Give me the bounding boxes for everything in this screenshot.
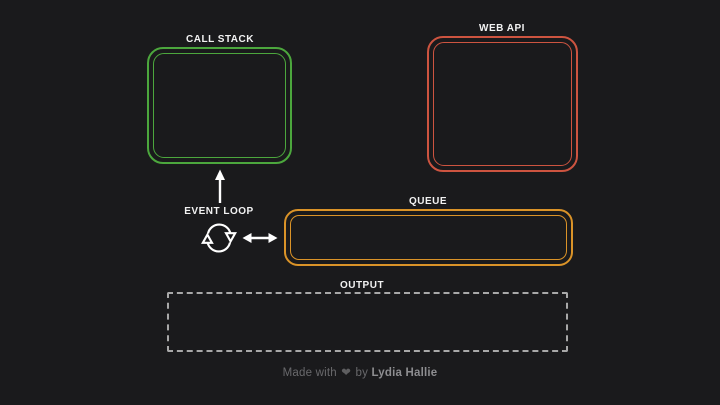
author-name: Lydia Hallie — [371, 367, 438, 379]
call-stack-box — [147, 47, 292, 164]
arrow-left-right-icon — [242, 231, 278, 250]
heart-icon: ❤ — [341, 367, 352, 379]
by-text: by — [355, 367, 369, 379]
event-loop-label: EVENT LOOP — [184, 206, 254, 217]
arrow-up-icon — [213, 169, 227, 209]
call-stack-label: CALL STACK — [186, 34, 254, 45]
queue-box — [284, 209, 573, 266]
web-api-inner — [433, 42, 572, 166]
queue-label: QUEUE — [408, 196, 448, 207]
web-api-label: WEB API — [479, 23, 525, 34]
output-label: OUTPUT — [339, 280, 385, 291]
footer-credit: Made with ❤ by Lydia Hallie — [0, 365, 720, 379]
queue-inner — [290, 215, 567, 260]
sync-loop-icon — [199, 219, 239, 262]
call-stack-inner — [153, 53, 286, 158]
made-with-text: Made with — [282, 367, 337, 379]
output-box — [167, 292, 568, 352]
web-api-box — [427, 36, 578, 172]
